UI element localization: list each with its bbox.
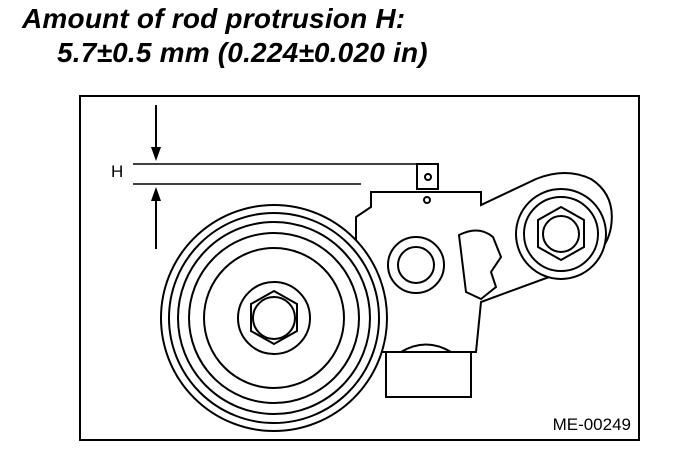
pulley-rim-1: [168, 212, 380, 424]
pulley-hub: [203, 247, 345, 389]
lower-block-arc: [400, 343, 452, 353]
pulley-rim-3: [188, 232, 360, 404]
spec-title: Amount of rod protrusion H:: [22, 3, 406, 34]
lower-block: [385, 351, 472, 398]
adjuster-ring: [387, 236, 445, 294]
bracket-small-hole: [423, 196, 431, 204]
spec-value: 5.7±0.5 mm (0.224±0.020 in): [57, 37, 428, 68]
pulley-bolt-face: [252, 296, 296, 340]
arrowhead-up: [151, 187, 161, 201]
figure-code: ME-00249: [552, 415, 631, 434]
rod-hole: [424, 173, 432, 181]
tensioner-diagram: H ME-00249: [79, 95, 640, 441]
rod: [416, 163, 439, 190]
adjuster-hole: [397, 246, 435, 284]
tensioner-drawing: [133, 105, 613, 432]
spec-heading: Amount of rod protrusion H: 5.7±0.5 mm (…: [22, 2, 428, 70]
pulley-washer: [237, 281, 311, 355]
pulley-bolt-head: [250, 289, 298, 346]
arrowhead-down: [151, 147, 161, 161]
pulley-rim-2: [177, 221, 371, 415]
arm-boss-inner: [523, 196, 599, 272]
dimension-h-label: H: [111, 162, 124, 181]
cam-lobe: [457, 229, 503, 301]
arm-bolt-washer: [542, 215, 580, 253]
